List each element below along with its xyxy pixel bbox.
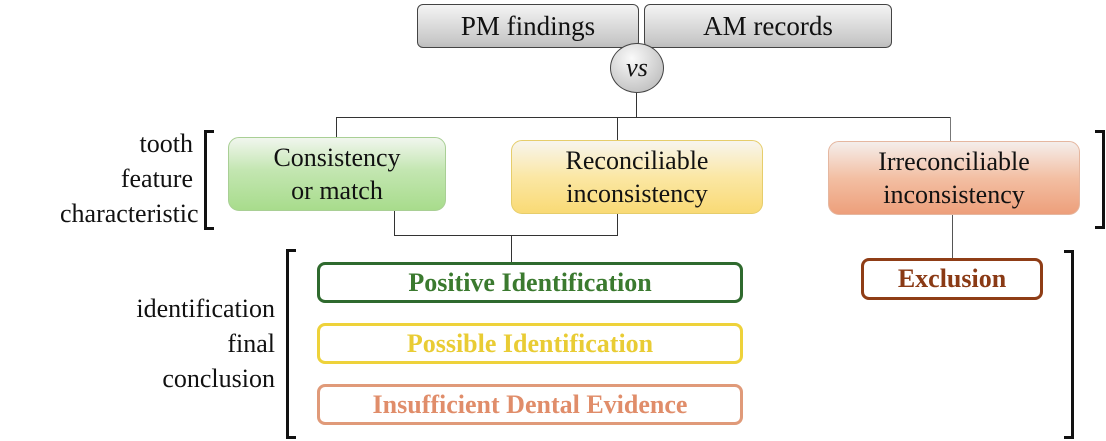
versus-circle: vs bbox=[610, 43, 664, 93]
connector-horizontal-bottom bbox=[394, 235, 618, 236]
connector-consistency-down bbox=[394, 211, 395, 236]
category-label: inconsistency bbox=[883, 180, 1025, 209]
conclusion-label: Possible Identification bbox=[406, 328, 654, 358]
conclusion-exclusion: Exclusion bbox=[861, 258, 1043, 300]
category-side-label: tooth feature characteristic bbox=[60, 126, 199, 231]
conclusion-insufficient-evidence: Insufficient Dental Evidence bbox=[317, 384, 743, 425]
conclusion-label: Exclusion bbox=[897, 264, 1007, 293]
category-label: or match bbox=[291, 176, 383, 205]
connector-to-consistency bbox=[336, 117, 337, 137]
am-records-box: AM records bbox=[644, 4, 892, 48]
conclusion-possible-identification: Possible Identification bbox=[317, 323, 743, 364]
conclusion-positive-identification: Positive Identification bbox=[317, 262, 743, 303]
conclusion-bracket-right bbox=[1064, 250, 1074, 439]
category-reconciliable: Reconciliable inconsistency bbox=[511, 140, 763, 214]
pm-findings-box: PM findings bbox=[417, 4, 639, 48]
side-label-line: identification bbox=[136, 294, 275, 323]
category-bracket-right bbox=[1095, 130, 1105, 229]
side-label-line: feature bbox=[120, 164, 193, 193]
category-irreconciliable: Irreconciliable inconsistency bbox=[828, 141, 1080, 215]
versus-label: vs bbox=[626, 53, 648, 82]
side-label-line: conclusion bbox=[162, 364, 275, 393]
conclusion-label: Insufficient Dental Evidence bbox=[372, 389, 688, 419]
conclusion-label: Positive Identification bbox=[408, 267, 652, 297]
connector-to-exclusion bbox=[952, 215, 953, 258]
am-records-label: AM records bbox=[703, 10, 833, 41]
category-label: inconsistency bbox=[566, 179, 708, 208]
category-label: Reconciliable bbox=[565, 146, 709, 175]
conclusion-bracket-left bbox=[286, 249, 296, 439]
category-label: Consistency bbox=[273, 143, 401, 172]
category-bracket-left bbox=[204, 130, 214, 230]
connector-horizontal-top bbox=[336, 117, 951, 118]
connector-reconciliable-down bbox=[617, 214, 618, 236]
connector-to-positive bbox=[511, 235, 512, 262]
side-label-line: tooth bbox=[139, 129, 193, 158]
connector-vs-down bbox=[636, 93, 637, 118]
connector-to-irreconciliable bbox=[950, 117, 951, 141]
pm-findings-label: PM findings bbox=[460, 10, 596, 41]
conclusion-side-label: identification final conclusion bbox=[60, 291, 275, 396]
category-consistency: Consistency or match bbox=[228, 137, 446, 211]
category-label: Irreconciliable bbox=[878, 147, 1030, 176]
side-label-line: final bbox=[227, 329, 275, 358]
side-label-line: characteristic bbox=[60, 199, 199, 228]
connector-to-reconciliable bbox=[617, 117, 618, 140]
